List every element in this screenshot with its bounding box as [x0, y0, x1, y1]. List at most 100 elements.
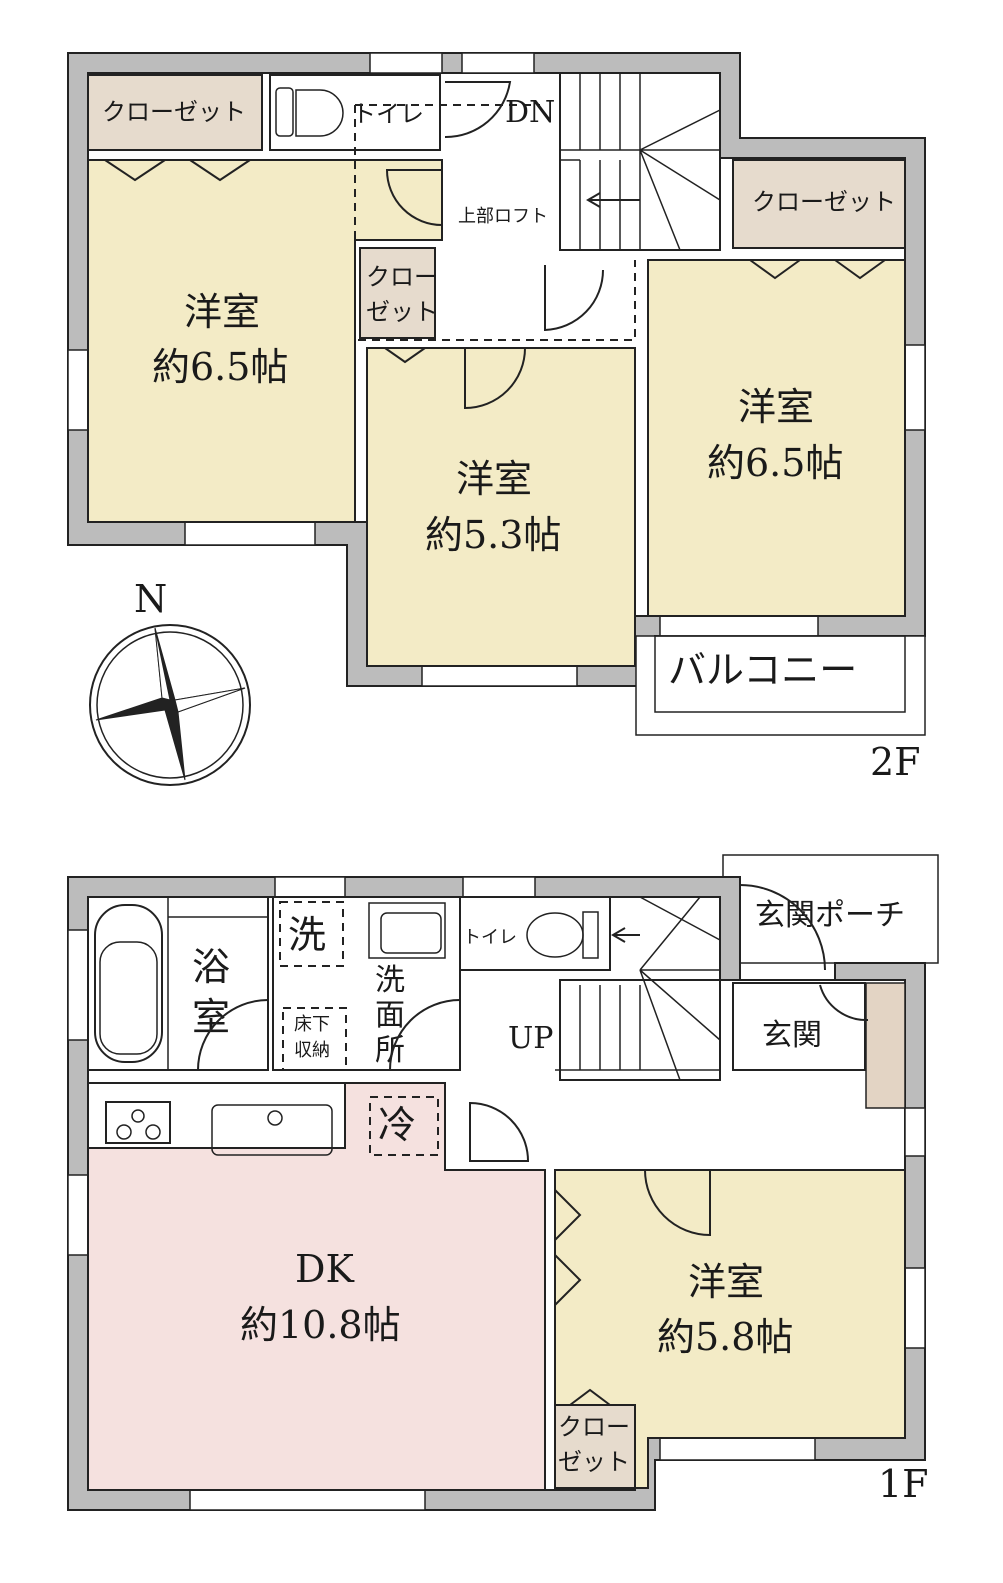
- toilet-tank-icon: [582, 911, 599, 959]
- window: [67, 349, 89, 431]
- room-mid-2f-size: 約5.3帖: [425, 513, 561, 557]
- balcony: [635, 635, 926, 736]
- bath-label-2: 室: [192, 995, 230, 1039]
- washroom-label-2: 面: [375, 998, 405, 1033]
- arrow-icon: [611, 927, 640, 943]
- closet-left-2f: [87, 74, 263, 151]
- room-mid-2f-name: 洋室: [456, 457, 532, 501]
- washroom: [272, 896, 461, 1071]
- fridge-label: 冷: [378, 1103, 416, 1147]
- door-swing-icon: [544, 265, 604, 332]
- toilet-bowl-icon: [295, 89, 344, 137]
- underfloor-storage: [282, 1007, 347, 1071]
- room-1f-size: 約5.8帖: [657, 1315, 793, 1359]
- room-left-2f-size: 約6.5帖: [152, 345, 288, 389]
- closet-right-2f: [732, 159, 906, 249]
- washer-space: [279, 901, 344, 967]
- closet-mid-2f-label-1: クロー: [366, 263, 438, 291]
- window: [369, 52, 443, 74]
- kitchen-counter: [87, 1082, 346, 1149]
- window: [184, 521, 316, 546]
- dk-size: 約10.8帖: [240, 1303, 401, 1347]
- window: [67, 1174, 89, 1256]
- staircase-2f: [559, 72, 721, 251]
- room-right-2f-name: 洋室: [738, 385, 814, 429]
- closet-door-icon: [384, 347, 426, 364]
- compass-north-label: N: [134, 577, 167, 621]
- floor-2-label: 2F: [870, 740, 921, 784]
- bath-label-1: 浴: [192, 945, 230, 989]
- balcony-inner: [654, 635, 906, 713]
- closet-door-icon: [554, 1189, 582, 1306]
- window: [904, 344, 926, 431]
- window: [462, 876, 536, 898]
- balcony-label: バルコニー: [668, 648, 857, 692]
- room-right-2f: [647, 259, 906, 617]
- window: [189, 1489, 426, 1511]
- window: [659, 615, 819, 637]
- closet-mid-2f: [359, 247, 436, 339]
- door-swing-icon: [385, 169, 443, 226]
- stairs-up-label: UP: [508, 1021, 553, 1056]
- room-left-2f: [87, 159, 443, 523]
- porch: [722, 854, 939, 964]
- closet-right-2f-label: クローゼット: [752, 188, 896, 216]
- washer-label: 洗: [288, 913, 326, 957]
- closet-door-icon: [569, 1388, 611, 1406]
- window: [659, 1437, 816, 1461]
- closet-door-icon: [749, 259, 886, 280]
- door-swing-icon: [444, 81, 512, 139]
- room-1f-name: 洋室: [688, 1260, 764, 1304]
- door-swing-icon: [469, 1101, 530, 1162]
- door-swing-icon: [464, 347, 526, 410]
- floor-1-label: 1F: [878, 1462, 929, 1506]
- washroom-label-1: 洗: [375, 963, 405, 998]
- room-left-2f-name: 洋室: [184, 290, 260, 334]
- underfloor-label-1: 床下: [294, 1014, 330, 1035]
- floor-2: クローゼット トイレ 洋室 約6.5帖 DN 上部ロフト クロー ゼット 洋室 …: [67, 52, 926, 784]
- fridge-space: [369, 1096, 439, 1156]
- room-mid-2f: [366, 347, 636, 667]
- closet-1f-label-1: クロー: [558, 1413, 630, 1441]
- door-swing-icon: [819, 984, 869, 1022]
- closet-left-2f-label: クローゼット: [102, 98, 246, 126]
- bathtub-inner: [99, 941, 158, 1055]
- room-right-2f-size: 約6.5帖: [707, 441, 843, 485]
- stairs-dn-label: DN: [505, 95, 555, 130]
- bathtub-icon: [94, 904, 163, 1063]
- loft-boundary-line: [354, 104, 636, 341]
- entrance-step: [865, 982, 906, 1109]
- closet-mid-2f-label-2: ゼット: [366, 298, 438, 326]
- porch-label: 玄関ポーチ: [755, 898, 905, 933]
- entrance-label: 玄関: [762, 1018, 822, 1053]
- door-swing-icon: [739, 884, 826, 971]
- door-swing-icon: [388, 999, 461, 1071]
- entrance: [732, 982, 866, 1071]
- window: [421, 665, 578, 687]
- sink-icon: [368, 902, 446, 959]
- window: [67, 929, 89, 1041]
- window: [274, 876, 346, 898]
- kitchen-sink-icon: [211, 1104, 333, 1156]
- window: [904, 1107, 926, 1157]
- loft-label: 上部ロフト: [458, 206, 548, 227]
- dk-name: DK: [295, 1247, 354, 1291]
- compass: N: [89, 577, 251, 786]
- closet-1f-label-2: ゼット: [558, 1448, 630, 1476]
- arrow-icon: [586, 192, 640, 208]
- underfloor-label-2: 収納: [294, 1040, 330, 1061]
- window: [904, 1267, 926, 1349]
- door-swing-icon: [644, 1169, 711, 1237]
- window: [461, 52, 535, 74]
- closet-door-icon: [104, 159, 251, 182]
- toilet-1f-label: トイレ: [463, 927, 517, 948]
- closet-1f: [554, 1404, 636, 1489]
- door-swing-icon: [196, 999, 269, 1071]
- toilet-tank-icon: [275, 87, 294, 137]
- bathroom: [87, 896, 269, 1071]
- staircase-1f: [555, 896, 721, 1081]
- floor-1: 玄関ポーチ 浴 室 洗 床下 収納 洗 面 所 トイレ: [67, 854, 939, 1511]
- stove-icon: [105, 1101, 171, 1144]
